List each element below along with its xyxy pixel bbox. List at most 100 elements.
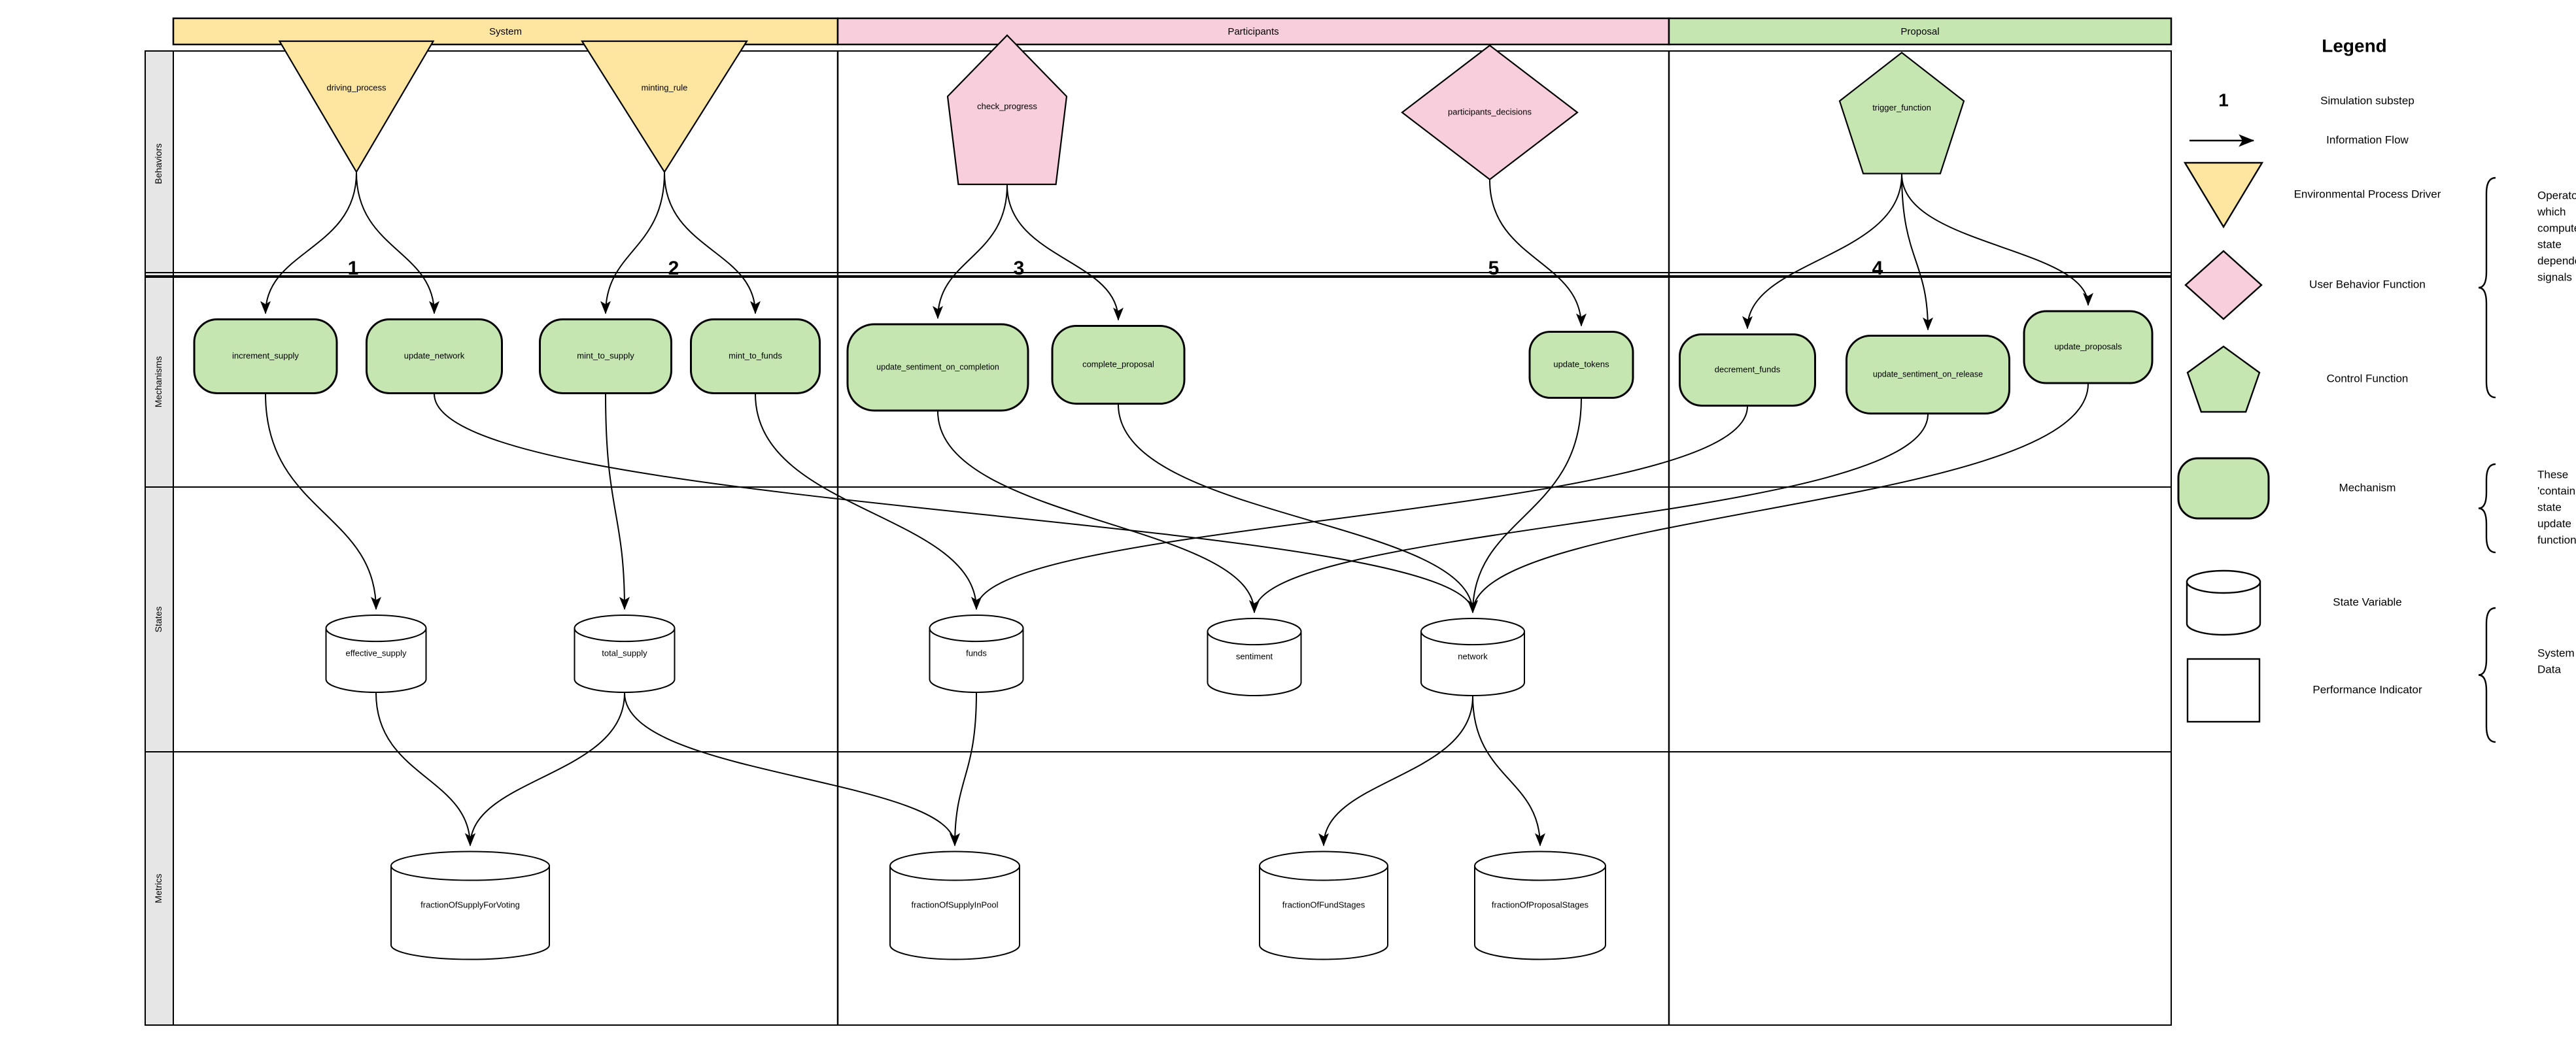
node-complete_proposal[interactable]: complete_proposal — [1051, 325, 1186, 405]
legend-item-label: State Variable — [2333, 596, 2402, 608]
cylinder-top — [889, 851, 1020, 881]
node-effective_supply[interactable]: effective_supply — [325, 615, 427, 693]
node-trigger_function[interactable]: trigger_function — [1838, 52, 1965, 175]
diamond-icon — [2184, 250, 2263, 320]
node-fractionOfFundStages[interactable]: fractionOfFundStages — [1259, 851, 1388, 960]
edge-update_sentiment_on_completion-to-sentiment — [937, 411, 1260, 613]
node-fractionOfProposalStages[interactable]: fractionOfProposalStages — [1474, 851, 1606, 960]
cylinder-body — [889, 865, 1020, 960]
pentagon-icon — [2186, 345, 2261, 413]
node-label: network — [1458, 651, 1488, 661]
edge-check_progress-to-complete_proposal — [1006, 184, 1124, 321]
edge-participants_decisions-to-update_tokens — [1489, 180, 1587, 327]
substep-number-3: 3 — [1014, 258, 1025, 279]
column-header-system: System — [172, 17, 839, 46]
brace-description-line: Operators — [2537, 189, 2576, 201]
cylinder-top — [1207, 618, 1302, 646]
node-fractionOfSupplyInPool[interactable]: fractionOfSupplyInPool — [889, 851, 1020, 960]
node-label: update_tokens — [1553, 359, 1609, 369]
edge-mint_to_funds-to-funds — [755, 394, 982, 610]
cylinder-top — [1259, 851, 1388, 881]
edge-layer — [260, 172, 2093, 847]
legend-item-label: User Behavior Function — [2309, 278, 2426, 290]
performance-indicator-icon — [2186, 658, 2261, 723]
node-update_tokens[interactable]: update_tokens — [1528, 331, 1634, 399]
node-label: complete_proposal — [1082, 359, 1154, 369]
node-label: mint_to_supply — [577, 350, 634, 360]
substep-number-icon: 1 — [2218, 90, 2229, 110]
legend-item-label: Information Flow — [2326, 133, 2409, 146]
edge-network-to-fractionOfFundStages — [1318, 696, 1473, 847]
node-label: mint_to_funds — [729, 350, 782, 360]
node-mint_to_funds[interactable]: mint_to_funds — [690, 318, 821, 394]
node-decrement_funds[interactable]: decrement_funds — [1679, 333, 1816, 407]
edge-minting_rule-to-mint_to_supply — [600, 172, 665, 314]
legend-item-mechanism: Mechanism — [2177, 457, 2396, 520]
brace-description-line: which — [2537, 205, 2566, 218]
substep-number-5: 5 — [1488, 258, 1500, 279]
mechanism-shape — [846, 323, 1029, 412]
node-increment_supply[interactable]: increment_supply — [193, 318, 338, 394]
node-network[interactable]: network — [1420, 618, 1525, 696]
legend-item-label: Control Function — [2327, 372, 2409, 384]
triangle-down-shape — [278, 40, 435, 174]
legend-item-substep: 1 Simulation substep — [2218, 90, 2414, 110]
diagram-frame — [173, 50, 2172, 1026]
node-label: minting_rule — [642, 82, 688, 92]
legend-item-label: Mechanism — [2339, 481, 2396, 494]
node-check_progress[interactable]: check_progress — [946, 34, 1068, 186]
legend-item-label: Environmental Process Driver — [2294, 188, 2441, 200]
node-fractionOfSupplyForVoting[interactable]: fractionOfSupplyForVoting — [390, 851, 550, 960]
node-minting_rule[interactable]: minting_rule — [581, 40, 748, 174]
column-label: Proposal — [1900, 26, 1939, 37]
edge-minting_rule-to-mint_to_funds — [664, 172, 761, 314]
cylinder-top — [574, 615, 676, 643]
brace-description-line: signals — [2537, 271, 2572, 283]
mechanism-shape — [1679, 333, 1816, 407]
node-label: trigger_function — [1872, 103, 1931, 112]
node-label: participants_decisions — [1448, 107, 1532, 116]
node-driving_process[interactable]: driving_process — [278, 40, 435, 174]
edge-update_tokens-to-network — [1468, 398, 1582, 613]
legend-item-label: Simulation substep — [2320, 94, 2414, 107]
brace-description-line: update — [2537, 517, 2571, 530]
edge-driving_process-to-update_network — [356, 172, 439, 314]
node-label: decrement_funds — [1715, 364, 1781, 374]
legend-item-user_behavior: User Behavior Function — [2184, 250, 2426, 320]
node-update_proposals[interactable]: update_proposals — [2023, 310, 2154, 384]
edge-decrement_funds-to-funds — [971, 406, 1748, 610]
node-label: check_progress — [977, 101, 1037, 111]
brace-description-line: functions — [2537, 533, 2576, 546]
node-label: fractionOfFundStages — [1282, 900, 1365, 909]
node-mint_to_supply[interactable]: mint_to_supply — [539, 318, 672, 394]
node-sentiment[interactable]: sentiment — [1207, 618, 1302, 696]
node-label: driving_process — [326, 82, 386, 92]
node-funds[interactable]: funds — [929, 615, 1024, 693]
mechanism-shape — [2023, 310, 2154, 384]
node-label: increment_supply — [232, 350, 299, 360]
node-update_sentiment_on_completion[interactable]: update_sentiment_on_completion — [846, 323, 1029, 412]
node-label: total_supply — [602, 648, 647, 658]
brace-description-line: 'contain' — [2537, 484, 2576, 497]
node-label: update_sentiment_on_completion — [876, 362, 999, 371]
edge-update_sentiment_on_release-to-sentiment — [1249, 414, 1929, 613]
brace-description-line: state — [2537, 501, 2562, 513]
legend-item-control_fn: Control Function — [2186, 345, 2409, 413]
node-total_supply[interactable]: total_supply — [574, 615, 676, 693]
brace-description-line: state — [2537, 238, 2562, 250]
node-layer: driving_process minting_rule check_progres… — [193, 34, 2154, 960]
mechanism-shape — [539, 318, 672, 394]
node-label: update_proposals — [2054, 341, 2122, 351]
edge-update_network-to-network — [434, 394, 1478, 613]
substep-number-4: 4 — [1872, 258, 1883, 279]
node-update_network[interactable]: update_network — [366, 318, 503, 394]
cylinder-body — [1207, 631, 1302, 696]
node-update_sentiment_on_release[interactable]: update_sentiment_on_release — [1846, 335, 2010, 414]
cylinder-body — [1259, 865, 1388, 960]
legend-item-state_var: State Variable — [2186, 569, 2402, 636]
edge-increment_supply-to-effective_supply — [265, 394, 381, 610]
node-participants_decisions[interactable]: participants_decisions — [1401, 44, 1579, 180]
column-header-participants: Participants — [836, 17, 1670, 46]
